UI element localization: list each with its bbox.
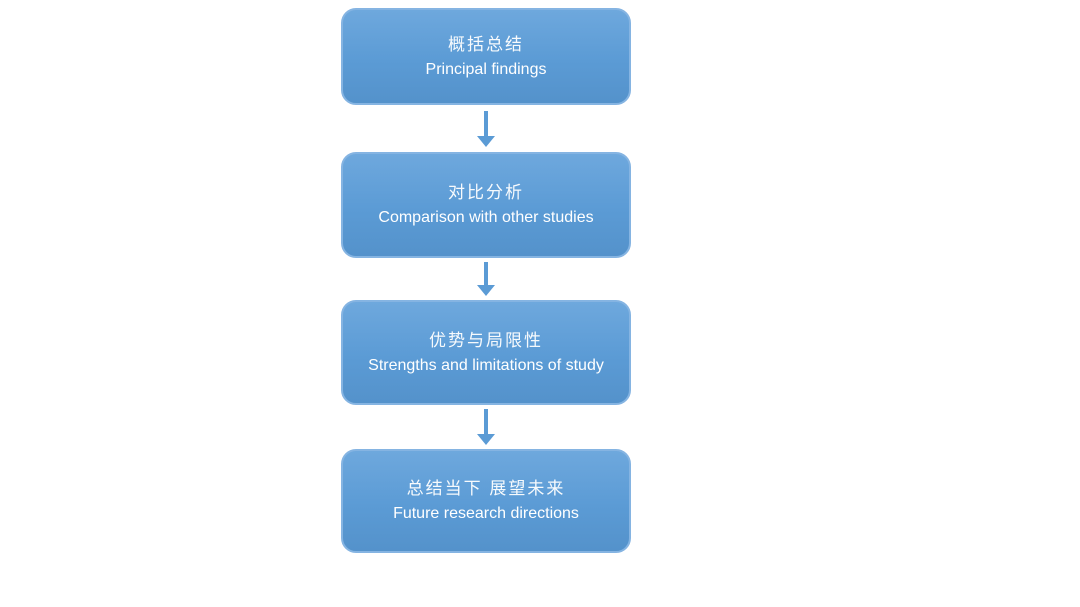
flow-step-principal-findings: 概括总结 Principal findings [341,8,631,105]
arrow-stem [484,409,488,434]
step-label-en: Strengths and limitations of study [368,356,604,374]
down-arrow-icon [477,111,495,147]
arrow-stem [484,111,488,136]
step-label-en: Future research directions [393,505,579,522]
step-label-zh: 对比分析 [448,183,524,202]
down-arrow-icon [477,409,495,445]
arrow-head [477,136,495,147]
step-label-zh: 优势与局限性 [429,330,543,350]
step-label-en: Comparison with other studies [378,209,594,226]
arrow-stem [484,262,488,285]
down-arrow-icon [477,262,495,296]
arrow-head [477,285,495,296]
flow-step-comparison: 对比分析 Comparison with other studies [341,152,631,258]
step-label-zh: 概括总结 [448,34,524,54]
flow-step-future-directions: 总结当下 展望未来 Future research directions [341,449,631,553]
flow-step-strengths-limitations: 优势与局限性 Strengths and limitations of stud… [341,300,631,405]
step-label-en: Principal findings [425,60,547,78]
step-label-zh: 总结当下 展望未来 [406,479,566,498]
arrow-head [477,434,495,445]
